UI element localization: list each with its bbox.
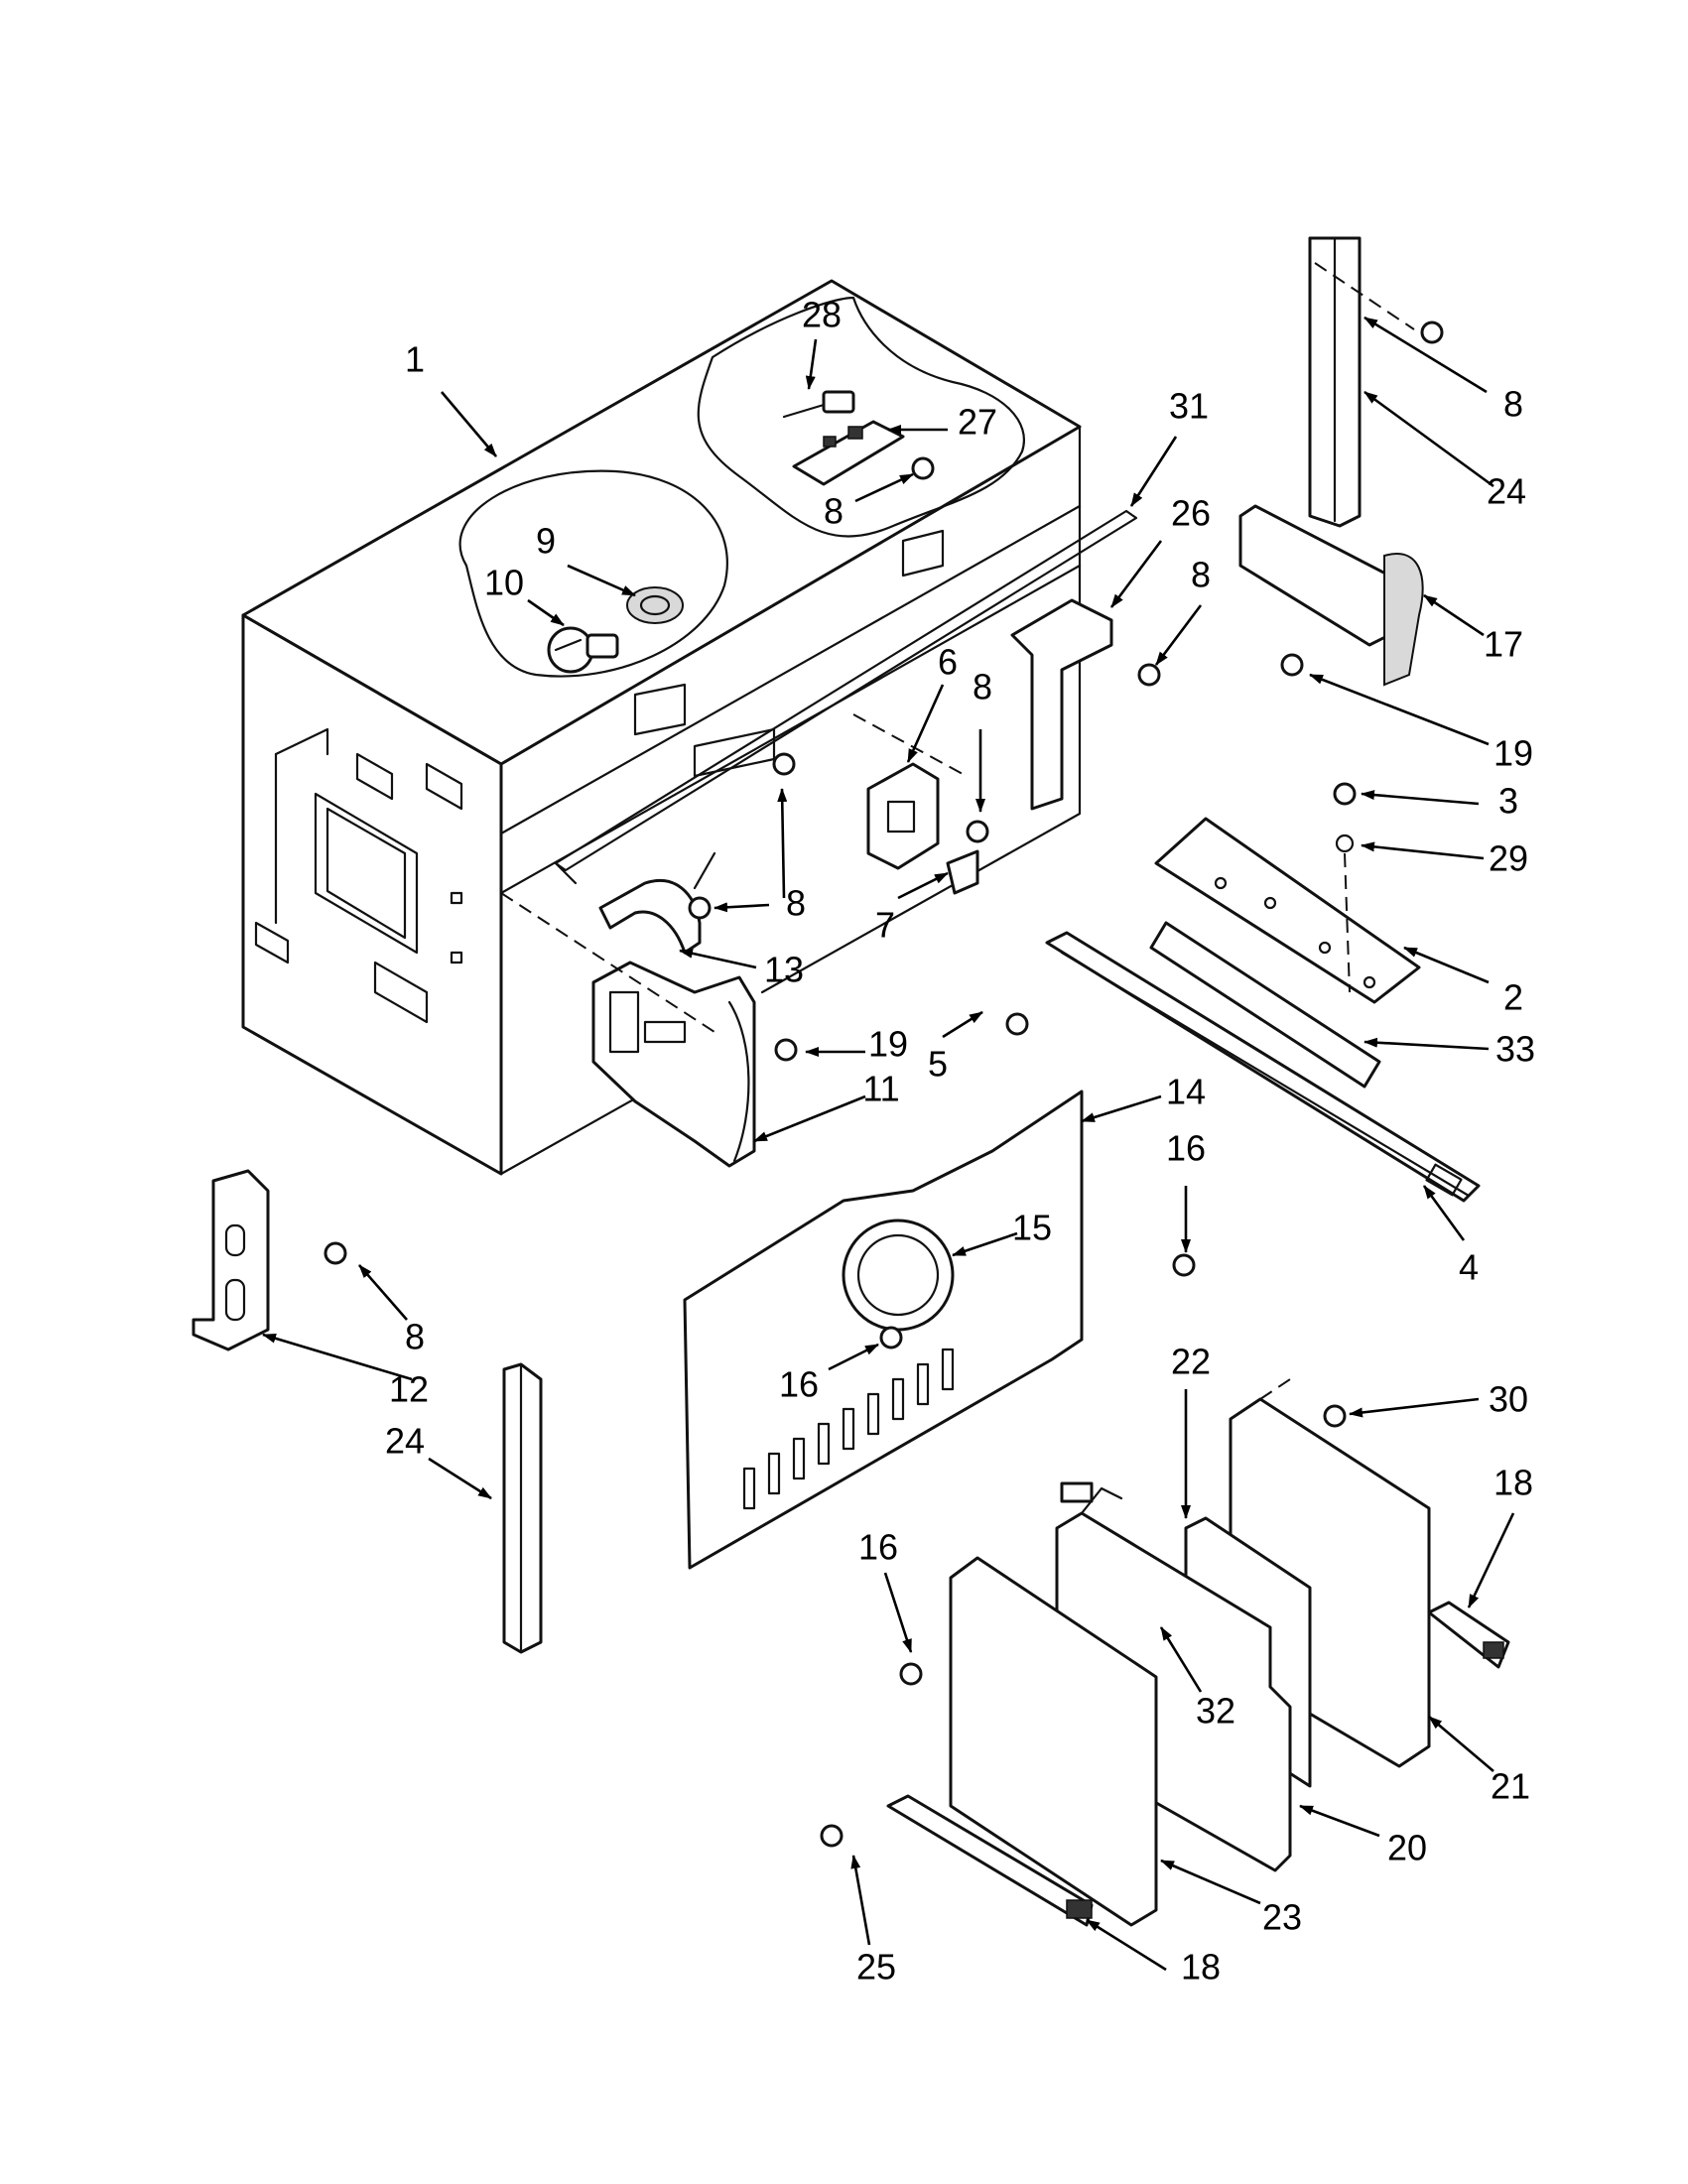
bracket-13 xyxy=(598,851,716,955)
callout-2: 2 xyxy=(1503,977,1523,1018)
callout-11: 11 xyxy=(862,1069,899,1109)
callout-25: 25 xyxy=(856,1947,896,1988)
callout-9: 9 xyxy=(536,521,556,562)
strip-24-right xyxy=(1308,236,1362,528)
vent-slots xyxy=(742,1348,955,1510)
callout-8: 8 xyxy=(405,1317,425,1357)
alignment-lines xyxy=(500,262,1415,1400)
callout-31: 31 xyxy=(1169,386,1209,427)
callout-18: 18 xyxy=(1493,1463,1533,1503)
callout-29: 29 xyxy=(1489,838,1528,879)
callout-8: 8 xyxy=(973,667,992,707)
callout-19: 19 xyxy=(1493,733,1533,774)
side-panel-23 xyxy=(949,1556,1158,1927)
bracket-17 xyxy=(1238,504,1424,687)
callout-3: 3 xyxy=(1498,781,1518,822)
callout-24: 24 xyxy=(1487,471,1526,512)
slide-18-bottom xyxy=(886,1794,1094,1927)
callout-26: 26 xyxy=(1171,493,1211,534)
callout-10: 10 xyxy=(484,563,524,603)
callout-14: 14 xyxy=(1166,1072,1206,1112)
mounting-bracket-2 xyxy=(1149,817,1421,1089)
callout-16: 16 xyxy=(1166,1128,1206,1169)
callout-21: 21 xyxy=(1491,1766,1530,1807)
control-board-assembly xyxy=(782,390,905,486)
callout-8: 8 xyxy=(824,491,844,532)
cabinet-housing xyxy=(241,279,1138,1176)
side-bracket-12 xyxy=(192,1169,270,1351)
strip-24-left xyxy=(502,1362,543,1654)
callout-4: 4 xyxy=(1459,1247,1479,1288)
callout-labels: 1 28 27 8 9 10 31 26 8 8 24 17 19 6 8 3 … xyxy=(385,295,1535,1988)
callout-27: 27 xyxy=(958,402,997,443)
callout-7: 7 xyxy=(875,905,895,946)
leader-lines xyxy=(262,316,1515,1972)
callout-13: 13 xyxy=(764,950,804,990)
callout-20: 20 xyxy=(1387,1828,1427,1868)
screws xyxy=(324,321,1444,1848)
hinge-assembly xyxy=(591,961,756,1168)
junction-box xyxy=(866,762,979,895)
callout-15: 15 xyxy=(1012,1208,1052,1248)
callout-32: 32 xyxy=(1196,1691,1235,1732)
callout-1: 1 xyxy=(405,339,425,380)
callout-18: 18 xyxy=(1181,1947,1221,1988)
callout-8: 8 xyxy=(1503,384,1523,425)
callout-16: 16 xyxy=(858,1527,898,1568)
bracket-26 xyxy=(1010,598,1113,811)
callout-33: 33 xyxy=(1495,1029,1535,1070)
callout-28: 28 xyxy=(802,295,842,335)
light-bulb-assembly xyxy=(547,586,684,674)
callout-5: 5 xyxy=(928,1044,948,1085)
callout-12: 12 xyxy=(389,1369,429,1410)
callout-30: 30 xyxy=(1489,1379,1528,1420)
callout-19: 19 xyxy=(868,1024,908,1065)
callout-8: 8 xyxy=(1191,555,1211,595)
callout-8: 8 xyxy=(786,883,806,924)
callout-6: 6 xyxy=(938,642,958,683)
callout-17: 17 xyxy=(1484,624,1523,665)
slide-rail xyxy=(1045,931,1481,1203)
callout-22: 22 xyxy=(1171,1342,1211,1382)
callout-24: 24 xyxy=(385,1421,425,1462)
callout-23: 23 xyxy=(1262,1897,1302,1938)
slide-18-right xyxy=(1427,1601,1510,1669)
callout-16: 16 xyxy=(779,1364,819,1405)
